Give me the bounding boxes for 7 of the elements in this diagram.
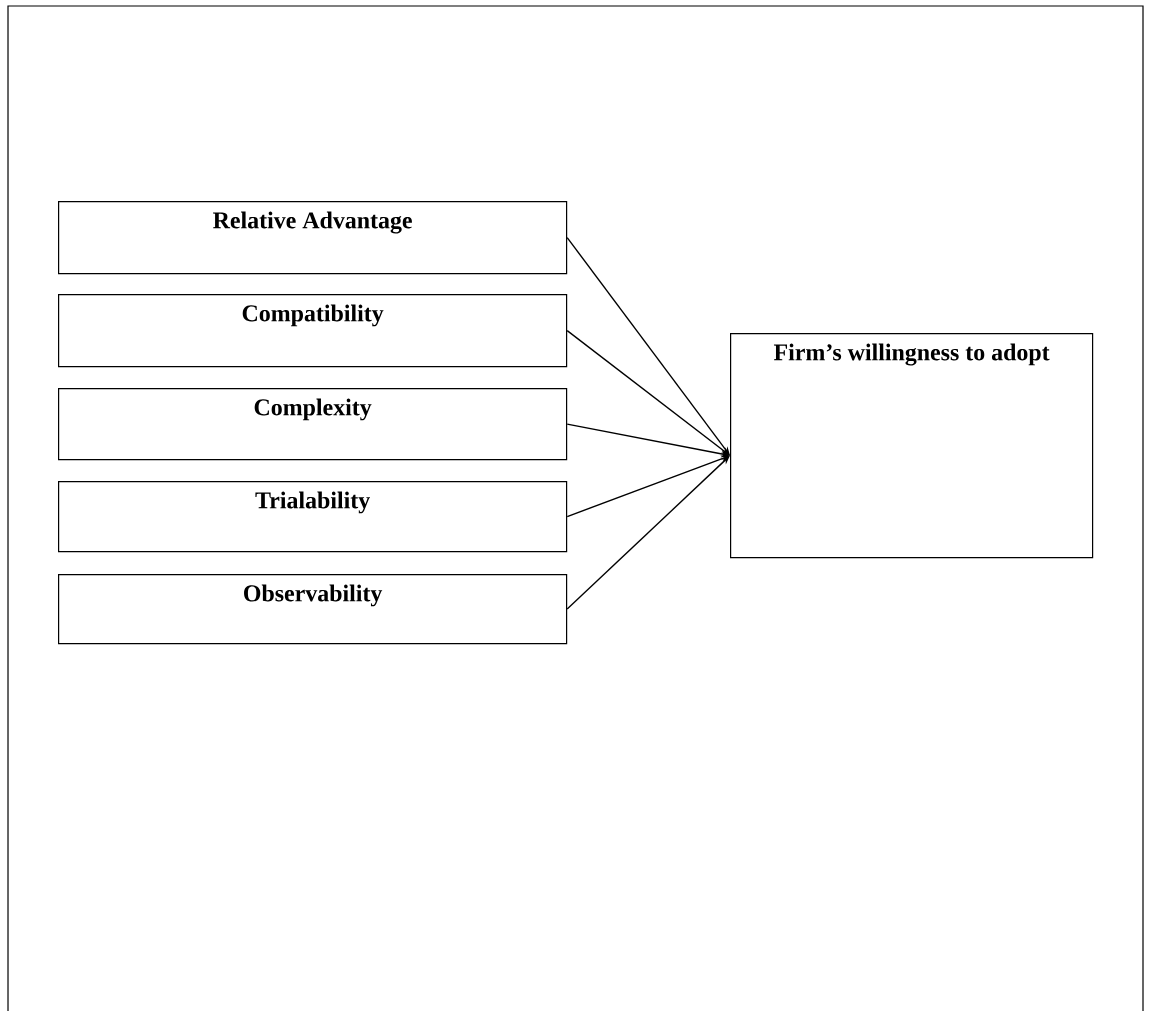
factor-box: Complexity bbox=[58, 388, 568, 461]
arrow bbox=[566, 329, 730, 456]
factor-box: Trialability bbox=[58, 481, 568, 553]
factor-box: Relative Advantage bbox=[58, 201, 568, 275]
factor-box: Compatibility bbox=[58, 294, 568, 368]
factor-box: Firm’s willingness to adopt bbox=[730, 333, 1094, 559]
factor-box: Observability bbox=[58, 574, 568, 645]
